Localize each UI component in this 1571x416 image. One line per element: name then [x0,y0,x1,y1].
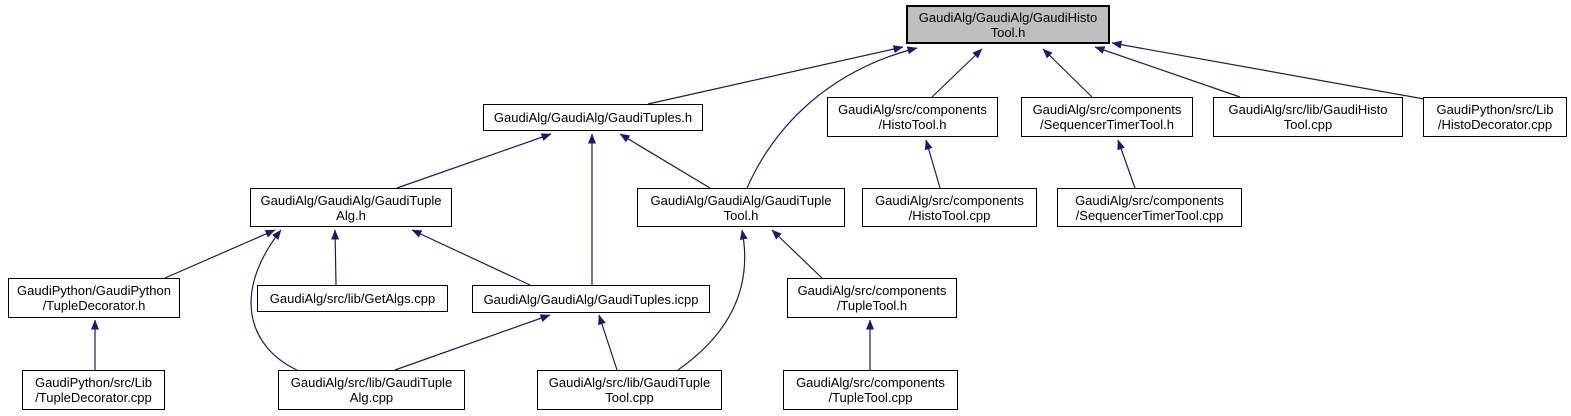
graph-node-gaudihistotool-h: GaudiAlg/GaudiAlg/GaudiHisto Tool.h [906,5,1110,44]
graph-node-label: GaudiAlg/GaudiAlg/GaudiHisto Tool.h [918,9,1098,40]
edge-gaudituplealg-cpp-to-gaudituplealg-h [250,229,298,371]
graph-node-label: GaudiPython/src/Lib /TupleDecorator.cpp [34,375,153,405]
graph-node-histodecorator-cpp[interactable]: GaudiPython/src/Lib /HistoDecorator.cpp [1423,97,1567,137]
graph-node-label: GaudiAlg/GaudiAlg/GaudiTuple Alg.h [260,192,442,223]
graph-node-label: GaudiAlg/GaudiAlg/GaudiTuples.icpp [483,291,699,307]
graph-node-label: GaudiAlg/src/components /SequencerTimerT… [1075,192,1224,223]
graph-node-label: GaudiAlg/src/components /TupleTool.cpp [796,375,945,405]
graph-node-label: GaudiPython/src/Lib /HistoDecorator.cpp [1436,102,1554,132]
graph-node-gaudihistotool-cpp[interactable]: GaudiAlg/src/lib/GaudiHisto Tool.cpp [1213,97,1403,137]
graph-node-sequencertimertool-cpp[interactable]: GaudiAlg/src/components /SequencerTimerT… [1057,188,1242,227]
graph-node-label: GaudiAlg/src/lib/GaudiTuple Alg.cpp [290,375,453,405]
edge-gaudituples-icpp-to-gaudituplealg-h [411,229,531,286]
graph-node-gaudituplealg-cpp[interactable]: GaudiAlg/src/lib/GaudiTuple Alg.cpp [278,370,465,410]
graph-node-getalgs-cpp[interactable]: GaudiAlg/src/lib/GetAlgs.cpp [257,285,448,312]
graph-node-tupletool-h[interactable]: GaudiAlg/src/components /TupleTool.h [787,278,957,318]
graph-node-label: GaudiAlg/GaudiAlg/GaudiTuple Tool.h [650,192,832,223]
graph-node-label: GaudiAlg/src/lib/GetAlgs.cpp [269,291,436,306]
edge-histodecorator-cpp-to-gaudihistotool-h [1111,40,1425,100]
edge-sequencertimertool-cpp-to-sequencertimertool-h [1117,139,1136,189]
edge-gaudituplettool-cpp-to-gaudituples-icpp [598,314,618,371]
graph-node-label: GaudiAlg/src/lib/GaudiTuple Tool.cpp [548,375,711,405]
graph-node-label: GaudiAlg/src/components /HistoTool.cpp [875,192,1024,223]
edge-gaudituplettool-h-to-gaudituples-h [619,133,711,189]
graph-node-gaudituples-h[interactable]: GaudiAlg/GaudiAlg/GaudiTuples.h [483,104,703,131]
edge-gaudituples-h-to-gaudihistotool-h [647,45,904,105]
edge-gaudituplealg-cpp-to-gaudituples-icpp [394,314,551,371]
graph-node-tupletool-cpp[interactable]: GaudiAlg/src/components /TupleTool.cpp [783,370,958,410]
graph-node-label: GaudiPython/GaudiPython /TupleDecorator.… [17,283,171,313]
graph-node-tupledecorator-h[interactable]: GaudiPython/GaudiPython /TupleDecorator.… [8,278,180,318]
graph-node-label: GaudiAlg/GaudiAlg/GaudiTuples.h [493,110,693,125]
edge-sequencertimertool-h-to-gaudihistotool-h [1042,48,1093,98]
graph-node-histotool-h[interactable]: GaudiAlg/src/components /HistoTool.h [827,97,998,137]
graph-node-label: GaudiAlg/src/components /SequencerTimerT… [1032,102,1182,132]
edge-getalgs-cpp-to-gaudituplealg-h [331,229,340,286]
graph-node-label: GaudiAlg/src/components /TupleTool.h [797,283,947,313]
graph-node-tupledecorator-cpp[interactable]: GaudiPython/src/Lib /TupleDecorator.cpp [22,370,165,410]
edge-gaudituplettool-cpp-to-gaudituplettool-h [677,229,748,371]
edge-tupledecorator-h-to-gaudituplealg-h [164,229,276,279]
edge-gaudituplettool-h-to-gaudihistotool-h [746,46,918,189]
graph-node-sequencertimertool-h[interactable]: GaudiAlg/src/components /SequencerTimerT… [1021,97,1193,137]
graph-node-gaudituplettool-cpp[interactable]: GaudiAlg/src/lib/GaudiTuple Tool.cpp [537,370,722,410]
edge-histotool-cpp-to-histotool-h [924,139,941,189]
graph-node-label: GaudiAlg/src/components /HistoTool.h [838,102,987,132]
edge-tupletool-h-to-gaudituplettool-h [771,229,823,279]
edge-gaudihistotool-cpp-to-gaudihistotool-h [1094,46,1241,98]
edge-gaudituplealg-h-to-gaudituples-h [396,133,552,189]
graph-node-histotool-cpp[interactable]: GaudiAlg/src/components /HistoTool.cpp [862,188,1037,227]
graph-node-label: GaudiAlg/src/lib/GaudiHisto Tool.cpp [1228,102,1388,132]
graph-node-gaudituples-icpp[interactable]: GaudiAlg/GaudiAlg/GaudiTuples.icpp [472,285,710,313]
graph-node-gaudituplealg-h[interactable]: GaudiAlg/GaudiAlg/GaudiTuple Alg.h [250,188,452,227]
edge-histotool-h-to-gaudihistotool-h [931,48,983,98]
graph-node-gaudituplettool-h[interactable]: GaudiAlg/GaudiAlg/GaudiTuple Tool.h [637,188,845,227]
